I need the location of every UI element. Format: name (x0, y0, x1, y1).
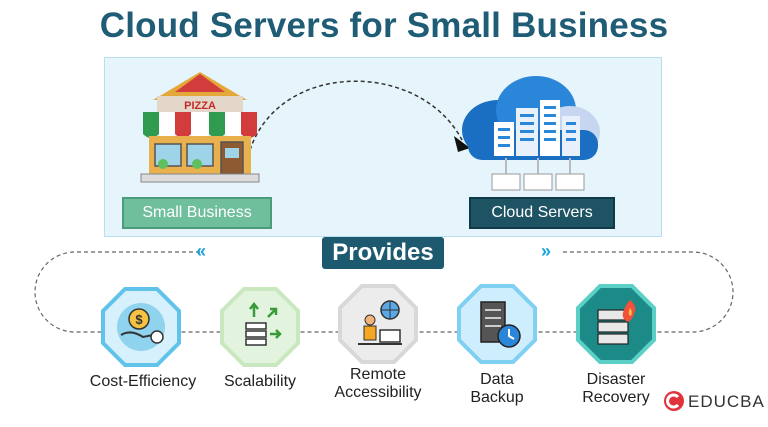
feature-label-data-backup: Data Backup (470, 371, 524, 406)
feature-label-disaster-recovery: Disaster Recovery (582, 371, 650, 406)
small-business-label: Small Business (122, 197, 272, 229)
feature-label-cost-efficiency: Cost-Efficiency (89, 373, 197, 390)
page-title: Cloud Servers for Small Business (99, 6, 669, 45)
provides-banner: Provides (322, 237, 444, 269)
educba-logo-icon (664, 391, 684, 411)
pizza-shop-icon: PIZZA (140, 72, 260, 183)
feature-label-remote-accessibility: Remote Accessibility (334, 366, 422, 401)
cloud-servers-label: Cloud Servers (469, 197, 615, 229)
pizza-sign: PIZZA (184, 100, 216, 112)
data-backup-icon (457, 284, 537, 364)
chevron-left-icon: « (196, 241, 206, 261)
svg-text:$: $ (135, 312, 143, 327)
feature-label-scalability: Scalability (223, 373, 297, 390)
cost-efficiency-icon: $ (101, 287, 181, 367)
remote-accessibility-icon (338, 284, 418, 364)
disaster-recovery-icon (576, 284, 656, 364)
chevron-right-icon: » (541, 241, 551, 261)
scalability-icon (220, 287, 300, 367)
cloud-servers-icon (462, 76, 600, 191)
brand-name: EDUCBA (688, 392, 765, 411)
